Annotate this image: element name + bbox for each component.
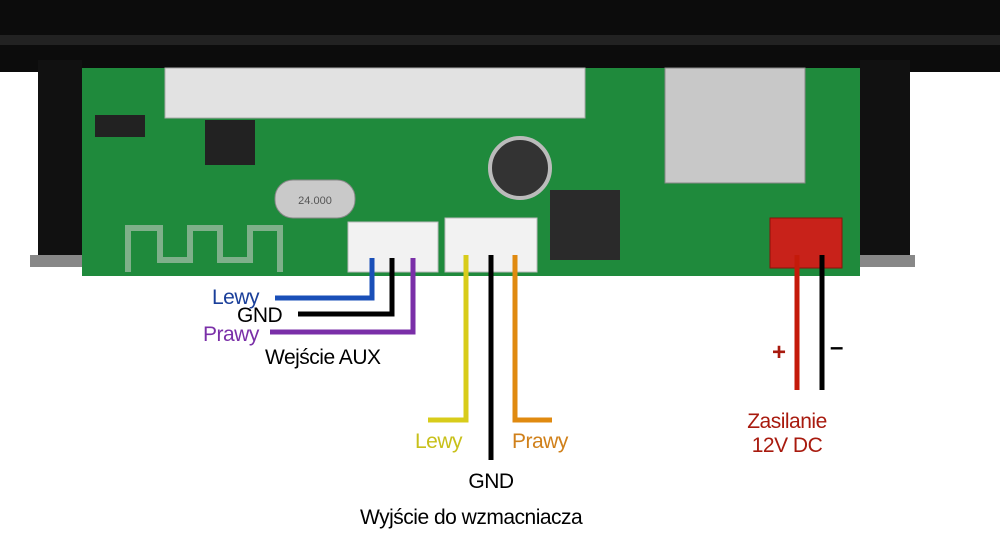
aux-gnd-label: GND xyxy=(237,304,283,327)
right-bracket xyxy=(860,60,910,260)
electrolytic-capacitor xyxy=(488,136,552,200)
power-plus-label: + xyxy=(772,339,786,366)
power-connector xyxy=(769,217,843,269)
right-screw-tab xyxy=(855,255,915,267)
aux-gnd-wire xyxy=(298,258,395,317)
aux-left-label: Lewy xyxy=(212,286,260,309)
bluetooth-antenna xyxy=(125,225,283,272)
aux-right-label: Prawy xyxy=(203,323,260,346)
out-right-wire xyxy=(512,255,552,423)
out-title: Wyjście do wzmacniacza xyxy=(360,506,583,529)
power-minus-label: – xyxy=(830,334,843,361)
left-bracket xyxy=(38,60,82,260)
out-left-wire xyxy=(428,255,469,423)
voltage-regulator xyxy=(550,190,620,260)
power-title-line2: 12V DC xyxy=(752,434,823,457)
crystal-oscillator xyxy=(274,179,356,219)
power-title-line1: Zasilanie xyxy=(747,410,827,433)
usb-port xyxy=(664,67,806,184)
enclosure-edge xyxy=(0,35,1000,45)
crystal-marking: 24.000 xyxy=(298,195,332,207)
ic-chip xyxy=(205,120,255,165)
left-screw-tab xyxy=(30,255,90,267)
out-right-label: Prawy xyxy=(512,430,569,453)
jumper xyxy=(95,115,145,137)
out-gnd-label: GND xyxy=(468,470,514,493)
display-connector xyxy=(164,67,586,119)
aux-right-wire xyxy=(270,258,416,335)
aux-title: Wejście AUX xyxy=(265,346,381,369)
aux-left-wire xyxy=(275,258,375,301)
out-left-label: Lewy xyxy=(415,430,463,453)
